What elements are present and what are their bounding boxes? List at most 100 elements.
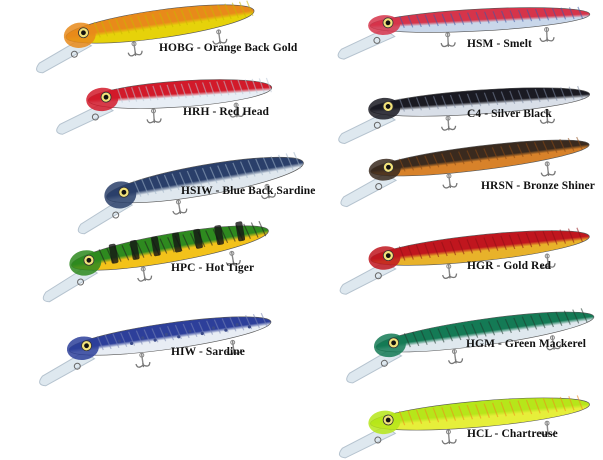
scale-stripe [432, 154, 440, 168]
body-spot [117, 339, 121, 343]
scale-stripe [166, 11, 174, 28]
treble-hook [135, 352, 151, 368]
treble-hook [539, 27, 555, 42]
scale-stripe [551, 87, 558, 102]
scale-stripe [500, 401, 507, 417]
scale-stripe [239, 161, 249, 179]
tiger-bar [235, 221, 246, 242]
pupil [103, 94, 109, 100]
scale-stripe [227, 226, 236, 242]
pupil [385, 104, 391, 109]
scale-stripe [220, 227, 229, 244]
scale-stripe [217, 165, 226, 183]
scale-stripe [441, 241, 448, 257]
scale-stripe [145, 86, 152, 101]
scale-stripe [186, 170, 195, 188]
caption-c4: C4 - Silver Black [467, 108, 552, 120]
scale-stripe [108, 19, 116, 36]
scale-stripe [534, 231, 541, 247]
lure-hcl-image [338, 395, 590, 459]
treble-hook [137, 266, 153, 282]
scale-stripe [121, 245, 130, 261]
scale-stripe [424, 14, 431, 27]
lure-body-group [36, 0, 255, 74]
scale-stripe [399, 15, 405, 29]
scale-stripe [412, 331, 420, 347]
scale-stripe [137, 15, 145, 32]
pupil [385, 417, 391, 423]
scale-stripe [454, 325, 462, 341]
scale-stripe [244, 79, 251, 94]
tie-ring [77, 278, 85, 286]
scale-stripe [576, 395, 584, 410]
scale-stripe [474, 149, 482, 163]
scale-stripe [449, 94, 456, 109]
scale-stripe [173, 84, 180, 99]
scale-stripe [542, 398, 550, 413]
scale-stripe [534, 8, 541, 21]
lure-hsiw-image [77, 151, 304, 235]
scale-stripe [525, 232, 533, 248]
scale-stripe [144, 241, 153, 257]
scale-stripe [449, 240, 457, 256]
scale-stripe [100, 20, 109, 37]
caption-hrh: HRH - Red Head [183, 106, 270, 118]
scale-stripe [508, 145, 516, 159]
tiger-bar [172, 232, 182, 253]
scale-stripe [420, 330, 428, 345]
pupil [81, 30, 86, 36]
body-spot [200, 331, 204, 336]
scale-stripe [560, 7, 567, 20]
scale-stripe [173, 10, 181, 27]
scale-stripe [251, 78, 258, 94]
scale-stripe [475, 93, 482, 107]
scale-stripe [424, 243, 431, 259]
scale-stripe [182, 234, 191, 250]
scale-stripe [563, 310, 571, 325]
scale-stripe [521, 316, 529, 331]
lure-c4 [310, 72, 600, 145]
scale-stripe [159, 238, 168, 254]
scale-stripe [93, 21, 101, 38]
scale-stripe [407, 97, 414, 112]
lip [337, 28, 396, 60]
scale-stripe [509, 90, 516, 104]
scale-stripe [223, 80, 230, 96]
scale-stripe [424, 96, 431, 110]
tie-ring [375, 183, 383, 191]
scale-stripe [194, 82, 202, 98]
scale-stripe [508, 234, 516, 250]
scale-stripe [415, 97, 422, 111]
scale-stripe [247, 159, 256, 177]
lure-hobg-image [36, 0, 255, 74]
scale-stripe [559, 138, 566, 152]
scale-stripe [546, 312, 555, 328]
scale-stripe [580, 308, 588, 323]
scale-stripe [577, 6, 584, 19]
scale-stripe [530, 315, 538, 330]
treble-hook [441, 115, 457, 131]
lure-hgr-image [339, 227, 590, 295]
scale-stripe [246, 0, 254, 17]
scale-stripe [500, 10, 507, 23]
scale-stripe [399, 98, 406, 112]
scale-stripe [483, 403, 490, 418]
scale-stripe [188, 8, 196, 25]
scale-stripe [403, 332, 411, 348]
scale-stripe [96, 335, 104, 351]
scale-stripe [407, 245, 414, 260]
scale-stripe [202, 6, 210, 23]
scale-stripe [152, 85, 159, 101]
scale-stripe [526, 89, 533, 103]
scale-stripe [250, 222, 259, 238]
scale-stripe [525, 399, 533, 415]
scale-stripe [449, 152, 457, 166]
scale-stripe [424, 408, 431, 424]
body-spot [247, 325, 252, 329]
scale-stripe [136, 242, 145, 258]
scale-stripe [255, 158, 264, 176]
scale-stripe [262, 157, 271, 175]
scale-stripe [187, 83, 194, 98]
scale-stripe [484, 11, 490, 24]
scale-stripe [458, 239, 465, 255]
